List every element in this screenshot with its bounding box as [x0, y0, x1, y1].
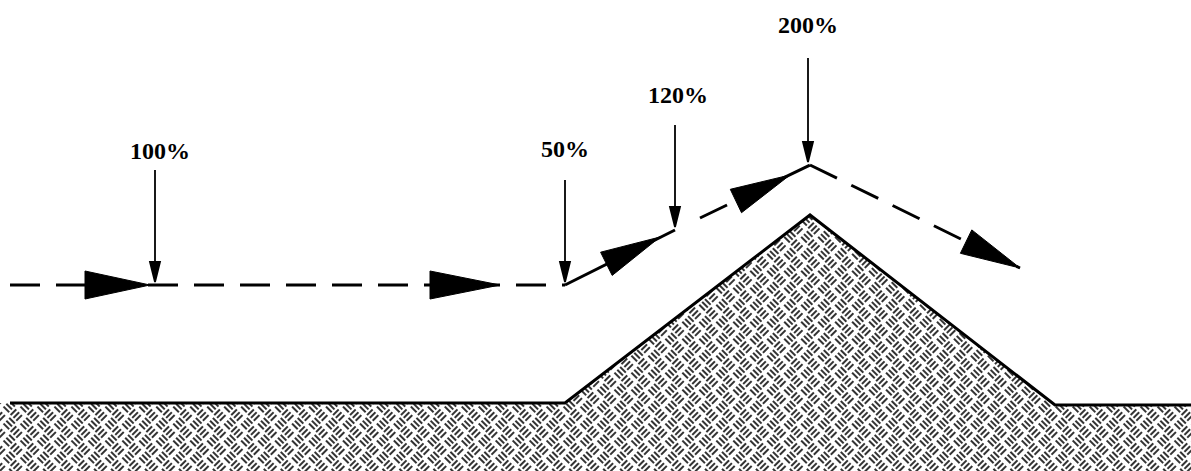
speed-percentage: 120% [648, 82, 708, 108]
speed-percentage: 100% [130, 138, 190, 164]
speed-percentage: 50% [541, 136, 589, 162]
flow-arrowheads [85, 175, 1020, 299]
wind-flow-line [10, 165, 1020, 285]
speed-percentage: 200% [778, 12, 838, 38]
ground-and-hill [0, 215, 1191, 471]
speed-pointer-arrows [150, 58, 813, 282]
ground-outline [10, 215, 1191, 405]
